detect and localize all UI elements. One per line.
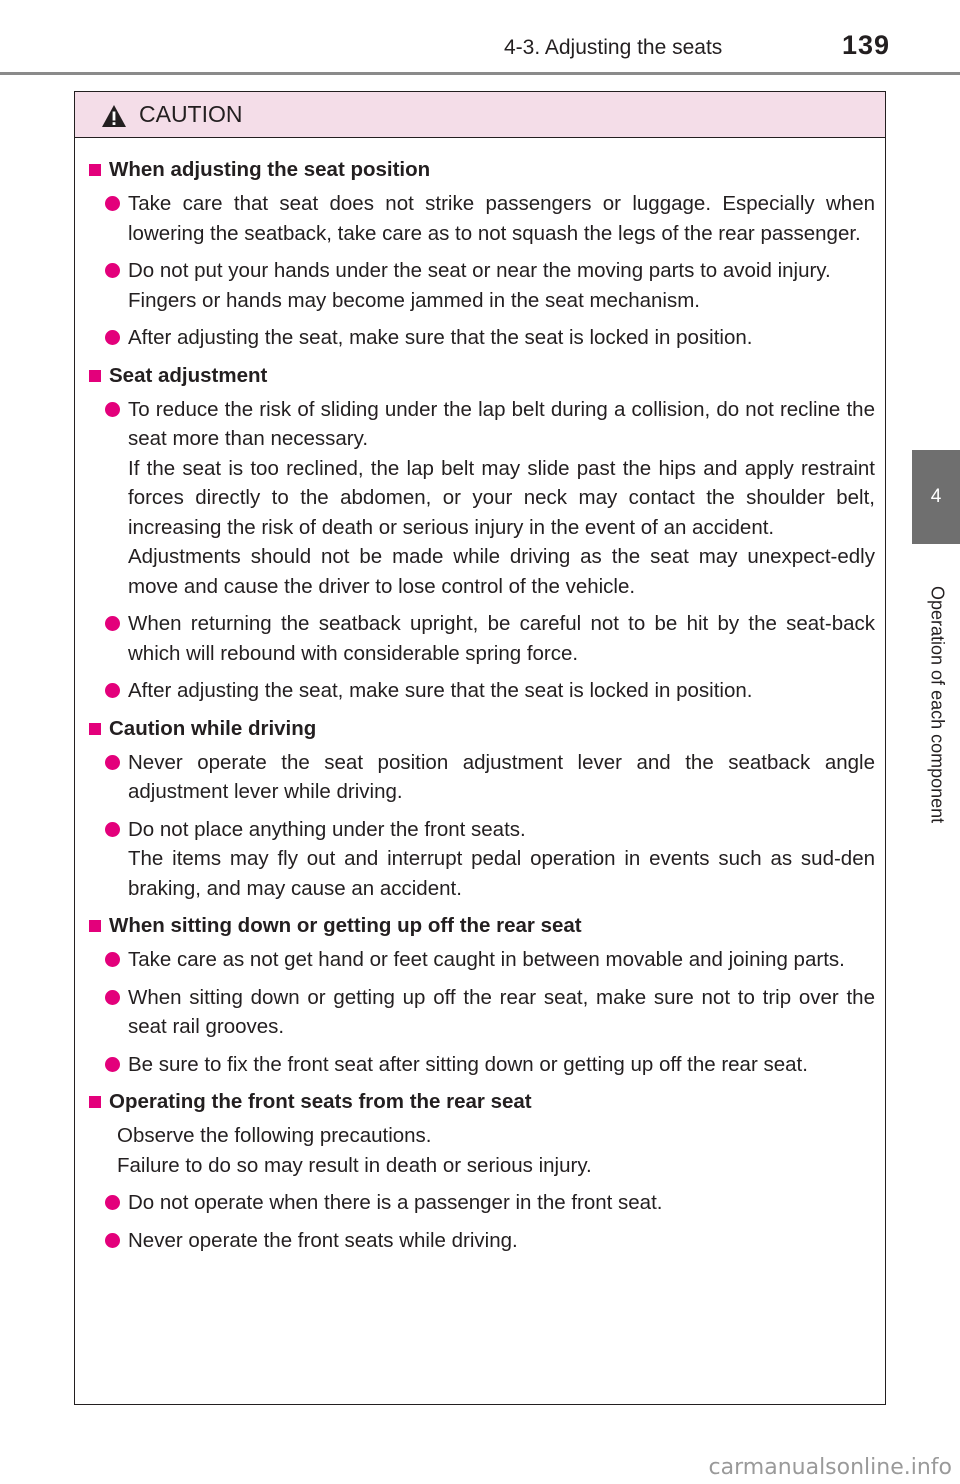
bullet-text: Do not place anything under the front se…: [128, 815, 875, 904]
chapter-tab: 4: [912, 450, 960, 544]
bullet-paragraph: Be sure to fix the front seat after sitt…: [128, 1052, 808, 1076]
bullet-paragraph: When sitting down or getting up off the …: [128, 985, 875, 1039]
caution-title: CAUTION: [139, 101, 243, 127]
caution-box: CAUTION When adjusting the seat position…: [74, 91, 886, 1405]
bullet-paragraph: After adjusting the seat, make sure that…: [128, 326, 753, 349]
topic-heading: Caution while driving: [87, 714, 875, 744]
bullet-text: To reduce the risk of sliding under the …: [128, 395, 875, 602]
topic-heading: Operating the front seats from the rear …: [87, 1087, 875, 1117]
topic-heading-text: When sitting down or getting up off the …: [109, 914, 582, 937]
topic-heading: Seat adjustment: [87, 361, 875, 391]
topic-heading-text: Operating the front seats from the rear …: [109, 1090, 532, 1113]
topic-heading-text: When adjusting the seat position: [109, 158, 431, 181]
bullet-text: After adjusting the seat, make sure that…: [128, 676, 875, 706]
bullet-text: Do not put your hands under the seat or …: [128, 256, 875, 315]
round-bullet-icon: [105, 196, 120, 211]
caution-bullet: Take care as not get hand or feet caught…: [105, 945, 875, 975]
round-bullet-icon: [105, 754, 120, 770]
bullet-paragraph: Never operate the seat position adjustme…: [128, 750, 875, 804]
chapter-number: 4: [930, 486, 942, 507]
caution-topic: Seat adjustment To reduce the risk of sli…: [87, 361, 875, 706]
caution-bullet: Take care that seat does not strike pass…: [105, 189, 875, 248]
bullet-paragraph: If the seat is too reclined, the lap bel…: [128, 456, 875, 539]
caution-bullet: Never operate the front seats while driv…: [105, 1226, 875, 1256]
bullet-text: Take care as not get hand or feet caught…: [128, 945, 875, 975]
caution-bullet: When returning the seatback upright, be …: [105, 609, 875, 668]
caution-bullet: To reduce the risk of sliding under the …: [105, 395, 875, 602]
bullet-text: When sitting down or getting up off the …: [128, 983, 875, 1042]
caution-bullet: Never operate the seat position adjustme…: [105, 748, 875, 807]
bullet-paragraph: Do not operate when there is a passenger…: [128, 1191, 663, 1214]
caution-bullet: Be sure to fix the front seat after sitt…: [105, 1050, 875, 1080]
bullet-text: Never operate the front seats while driv…: [128, 1226, 875, 1256]
bullet-paragraph: Never operate the front seats while driv…: [128, 1228, 518, 1252]
topic-heading: When adjusting the seat position: [87, 155, 875, 185]
round-bullet-icon: [105, 1056, 120, 1072]
round-bullet-icon: [105, 616, 120, 631]
caution-bullet: Do not operate when there is a passenger…: [105, 1188, 875, 1218]
bullet-text: Be sure to fix the front seat after sitt…: [128, 1050, 875, 1080]
round-bullet-icon: [105, 683, 120, 698]
bullet-text: Take care that seat does not strike pass…: [128, 189, 875, 248]
topic-heading-text: Seat adjustment: [109, 363, 268, 387]
caution-bullet: Do not place anything under the front se…: [105, 815, 875, 904]
caution-bullet: Do not put your hands under the seat or …: [105, 256, 875, 315]
bullet-paragraph: After adjusting the seat, make sure that…: [128, 679, 753, 702]
round-bullet-icon: [105, 263, 120, 278]
round-bullet-icon: [105, 821, 120, 837]
round-bullet-icon: [105, 1232, 120, 1248]
square-bullet-icon: [89, 722, 101, 735]
topic-intro: Observe the following precautions. Failur…: [117, 1121, 875, 1180]
round-bullet-icon: [105, 330, 120, 345]
bullet-paragraph: Do not place anything under the front se…: [128, 817, 526, 841]
bullet-text: After adjusting the seat, make sure that…: [128, 323, 875, 353]
round-bullet-icon: [105, 401, 120, 417]
intro-paragraph: Failure to do so may result in death or …: [117, 1153, 592, 1177]
topic-heading-text: Caution while driving: [109, 716, 317, 740]
bullet-paragraph: To reduce the risk of sliding under the …: [128, 397, 875, 451]
bullet-paragraph: When returning the seatback upright, be …: [128, 612, 875, 665]
caution-bullet: After adjusting the seat, make sure that…: [105, 676, 875, 706]
caution-bullet: After adjusting the seat, make sure that…: [105, 323, 875, 353]
intro-paragraph: Observe the following precautions.: [117, 1124, 432, 1147]
chapter-title: Operation of each component: [927, 586, 948, 824]
bullet-paragraph: Take care as not get hand or feet caught…: [128, 948, 845, 971]
watermark: carmanualsonline.info: [708, 1455, 952, 1480]
square-bullet-icon: [89, 164, 101, 176]
header-rule: [0, 72, 960, 75]
square-bullet-icon: [89, 369, 101, 382]
caution-header: CAUTION: [75, 92, 885, 138]
page-header: 4-3. Adjusting the seats 139: [0, 0, 960, 76]
topic-heading: When sitting down or getting up off the …: [87, 911, 875, 941]
bullet-text: When returning the seatback upright, be …: [128, 609, 875, 668]
round-bullet-icon: [105, 952, 120, 967]
section-title: 4-3. Adjusting the seats: [504, 36, 723, 59]
caution-bullet: When sitting down or getting up off the …: [105, 983, 875, 1042]
bullet-paragraph: Fingers or hands may become jammed in th…: [128, 288, 700, 312]
bullet-text: Never operate the seat position adjustme…: [128, 748, 875, 807]
page-number: 139: [842, 30, 891, 60]
caution-topic: Operating the front seats from the rear …: [87, 1087, 875, 1255]
round-bullet-icon: [105, 1195, 120, 1210]
caution-topic: When sitting down or getting up off the …: [87, 911, 875, 1079]
bullet-text: Do not operate when there is a passenger…: [128, 1188, 875, 1218]
bullet-paragraph: Adjustments should not be made while dri…: [128, 545, 875, 598]
square-bullet-icon: [89, 920, 101, 932]
bullet-paragraph: Take care that seat does not strike pass…: [128, 192, 875, 245]
bullet-paragraph: Do not put your hands under the seat or …: [128, 259, 831, 282]
bullet-paragraph: The items may fly out and interrupt peda…: [128, 847, 875, 900]
warning-triangle-icon: [102, 104, 126, 127]
square-bullet-icon: [89, 1096, 101, 1108]
round-bullet-icon: [105, 989, 120, 1005]
